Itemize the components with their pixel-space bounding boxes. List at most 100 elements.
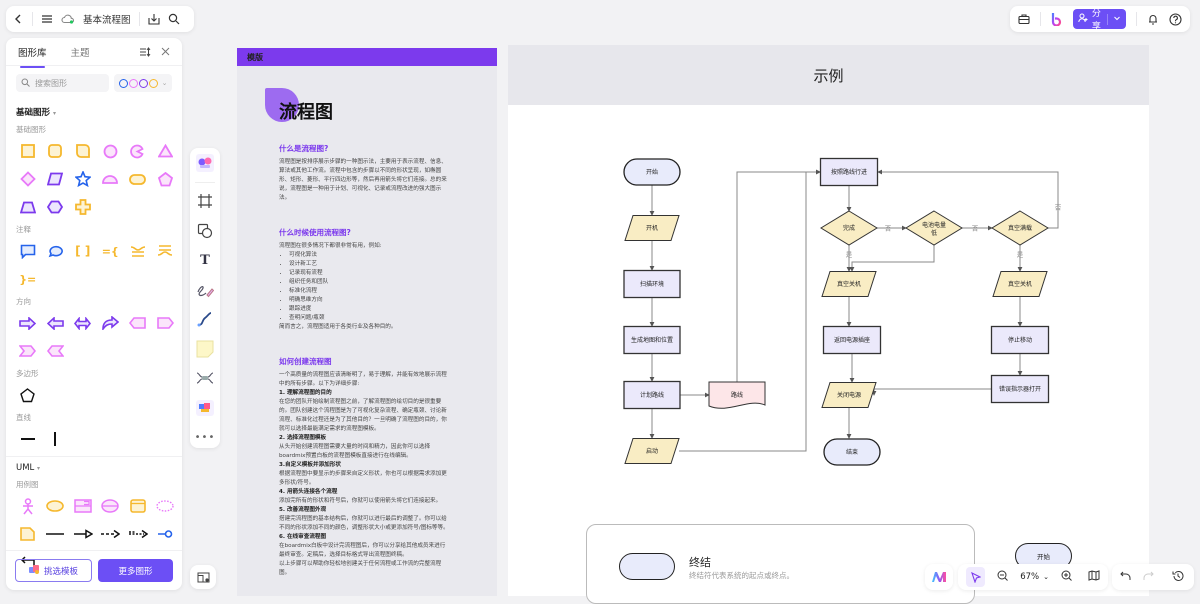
actor-shape-icon[interactable] — [14, 495, 42, 517]
bracket-icon[interactable]: [ ] — [75, 244, 91, 258]
pie-shape-icon[interactable] — [124, 140, 152, 162]
color-palette-select[interactable]: ⌄ — [114, 74, 172, 92]
pen-icon[interactable] — [194, 279, 216, 301]
usecase-split-oval-icon[interactable] — [97, 495, 125, 517]
bell-icon[interactable] — [1147, 13, 1159, 25]
download-icon[interactable] — [147, 13, 160, 25]
help-icon[interactable] — [1169, 12, 1182, 26]
section-when-intro: 流程图在很多情况下都很非常有用，例如: — [279, 243, 382, 249]
boardmix-logo-icon[interactable] — [1051, 12, 1063, 26]
shape-icon[interactable] — [194, 220, 216, 242]
brace-left-icon[interactable]: ={ — [101, 244, 119, 258]
redo-icon[interactable] — [1143, 571, 1154, 584]
tag-right-shape-icon[interactable] — [152, 312, 180, 334]
usecase-oval-icon[interactable] — [42, 495, 70, 517]
shape-library-panel: 图形库 主题 搜索图形 ⌄ 基础图形 ▾ 基础图形 — [6, 38, 182, 590]
select-cursor-icon[interactable] — [966, 567, 986, 587]
search-icon — [21, 78, 30, 89]
close-icon[interactable] — [161, 47, 170, 56]
circle-shape-icon[interactable] — [97, 140, 125, 162]
interface-lollipop-icon[interactable] — [152, 523, 180, 545]
back-icon[interactable] — [12, 13, 24, 25]
polygon-shape-icon[interactable] — [14, 384, 42, 406]
chevron-left-shape-icon[interactable] — [42, 340, 70, 362]
brace-bottom-icon[interactable] — [124, 240, 152, 262]
section-label: 基础图形 — [16, 108, 51, 118]
note-shape-icon[interactable] — [14, 523, 42, 545]
undo-icon[interactable] — [1120, 571, 1131, 584]
arrow-right-shape-icon[interactable] — [14, 312, 42, 334]
square-shape-icon[interactable] — [14, 140, 42, 162]
callout-rect-icon[interactable] — [14, 240, 42, 262]
system-box-icon[interactable] — [69, 495, 97, 517]
search-icon[interactable] — [168, 13, 180, 25]
pentagon-shape-icon[interactable] — [152, 168, 180, 190]
callout-oval-icon[interactable] — [42, 240, 70, 262]
sort-icon[interactable] — [140, 46, 151, 57]
plugin-icon[interactable] — [194, 397, 216, 419]
horizontal-line-icon[interactable] — [14, 428, 42, 450]
arrow-curved-shape-icon[interactable] — [97, 312, 125, 334]
parallelogram-shape-icon[interactable] — [42, 168, 70, 190]
more-icon[interactable]: ••• — [194, 431, 216, 443]
brace-right-icon[interactable]: }= — [19, 272, 37, 286]
mindmap-icon[interactable] — [194, 367, 216, 389]
zoom-level[interactable]: 67% — [1020, 572, 1040, 582]
boundary-box-icon[interactable] — [124, 495, 152, 517]
minimap-toggle-button[interactable] — [190, 565, 216, 589]
cross-shape-icon[interactable] — [69, 196, 97, 218]
hexagon-shape-icon[interactable] — [42, 196, 70, 218]
step-title: 6. 在线审查流程图 — [279, 534, 327, 540]
chevron-down-icon: ⌄ — [161, 79, 168, 87]
snip-square-shape-icon[interactable] — [69, 140, 97, 162]
share-user-icon — [1078, 13, 1088, 26]
chevron-down-icon[interactable] — [1107, 13, 1121, 25]
step-body: 从头开始创建流程图需要大量的时间和精力，因此你可以选择boardmix预置白板的… — [279, 444, 431, 459]
shape-search-input[interactable]: 搜索图形 — [16, 74, 109, 92]
top-right-toolbar: 分享 — [1010, 6, 1190, 32]
frame-icon[interactable] — [194, 190, 216, 212]
tag-left-shape-icon[interactable] — [124, 312, 152, 334]
vertical-line-icon[interactable] — [42, 428, 70, 450]
direction-grid — [6, 309, 182, 364]
more-shapes-button[interactable]: 更多图形 — [98, 559, 173, 582]
capsule-shape-icon[interactable] — [124, 168, 152, 190]
arrow-double-shape-icon[interactable] — [69, 312, 97, 334]
choose-template-button[interactable]: 挑选模板 — [15, 559, 92, 582]
toolbox-icon[interactable] — [1018, 13, 1030, 25]
association-line-icon[interactable] — [42, 523, 70, 545]
rounded-square-shape-icon[interactable] — [42, 140, 70, 162]
tab-theme[interactable]: 主题 — [70, 47, 90, 59]
zoom-out-icon[interactable] — [997, 570, 1009, 584]
ai-button[interactable] — [925, 564, 953, 590]
doc-title[interactable]: 基本流程图 — [83, 15, 131, 26]
brace-top-icon[interactable] — [152, 240, 180, 262]
star-shape-icon[interactable] — [69, 168, 97, 190]
zoom-dropdown-icon[interactable]: ⌄ — [1043, 573, 1049, 581]
map-icon[interactable] — [1088, 570, 1100, 584]
triangle-shape-icon[interactable] — [152, 140, 180, 162]
subsection-label: 多边形 — [16, 369, 39, 378]
terminal-shape-preview — [619, 553, 675, 580]
text-icon[interactable]: T — [200, 252, 210, 268]
section-basic-shapes[interactable]: 基础图形 ▾ — [6, 100, 182, 120]
dependency-arrow-icon[interactable] — [97, 523, 125, 545]
section-uml[interactable]: UML ▾ — [6, 457, 182, 475]
semicircle-shape-icon[interactable] — [97, 168, 125, 190]
zoom-in-icon[interactable] — [1061, 570, 1072, 584]
subsection-label: 基础图形 — [16, 125, 46, 134]
diamond-shape-icon[interactable] — [14, 168, 42, 190]
include-arrow-icon[interactable] — [124, 523, 152, 545]
trapezoid-shape-icon[interactable] — [14, 196, 42, 218]
connector-icon[interactable] — [194, 308, 216, 330]
template-icon[interactable] — [194, 152, 216, 174]
chevron-right-shape-icon[interactable] — [14, 340, 42, 362]
arrow-left-shape-icon[interactable] — [42, 312, 70, 334]
generalization-arrow-icon[interactable] — [69, 523, 97, 545]
share-button[interactable]: 分享 — [1072, 9, 1127, 32]
dashed-oval-icon[interactable] — [152, 495, 180, 517]
sticky-note-icon[interactable] — [194, 338, 216, 360]
history-icon[interactable] — [1172, 570, 1184, 585]
tab-shape-library[interactable]: 图形库 — [18, 45, 47, 68]
menu-icon[interactable] — [41, 13, 53, 25]
